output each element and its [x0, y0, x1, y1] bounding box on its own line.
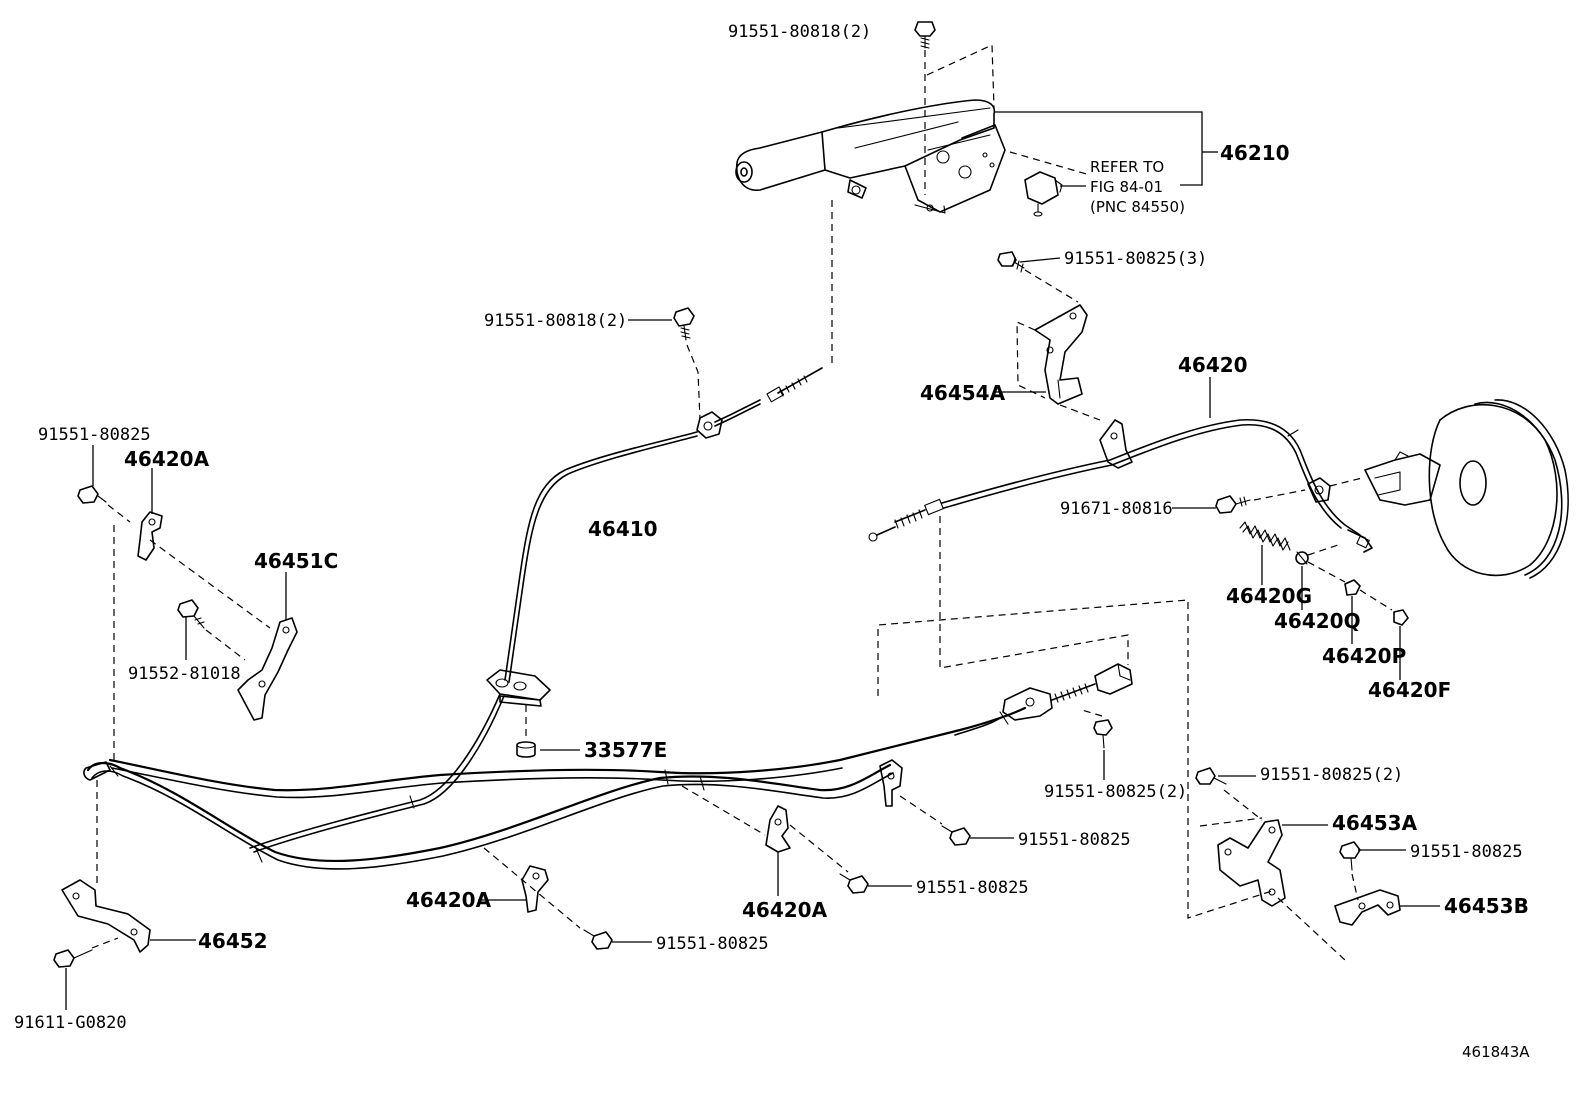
grommet-icon[interactable] [516, 741, 536, 758]
label-46453a[interactable]: 46453A [1332, 811, 1418, 835]
label-46420g[interactable]: 46420G [1226, 584, 1312, 608]
label-46420f[interactable]: 46420F [1368, 678, 1451, 702]
bolt-mid-1-icon[interactable] [941, 825, 971, 846]
bolt-46453a-icon[interactable] [1195, 767, 1227, 785]
bracket-46454a[interactable] [1034, 304, 1088, 405]
label-46410[interactable]: 46410 [588, 517, 658, 541]
refer-note-line1: REFER TO [1090, 158, 1164, 176]
bolt-bottom-mid-icon[interactable] [583, 929, 613, 950]
cable-clamp-lower-left-icon[interactable] [521, 865, 549, 913]
refer-note-line2[interactable]: FIG 84-01 [1090, 178, 1163, 196]
label-46420a-lower-mid[interactable]: 46420A [742, 898, 828, 922]
label-bolt-bottom-mid[interactable]: 91551-80825 [656, 934, 769, 954]
label-46210[interactable]: 46210 [1220, 141, 1290, 165]
cable-clamp-left-top-icon[interactable] [137, 511, 163, 561]
bracket-46453a[interactable] [1217, 819, 1286, 907]
bolt-46454a-icon[interactable] [997, 251, 1025, 273]
label-46454a[interactable]: 46454A [920, 381, 1006, 405]
label-bolt-46453b[interactable]: 91551-80825 [1410, 842, 1523, 862]
parking-brake-switch[interactable] [1024, 171, 1063, 217]
bracket-46453b[interactable] [1334, 889, 1401, 926]
bolt-left-top-icon[interactable] [77, 485, 107, 504]
bolt-91552-icon[interactable] [177, 599, 205, 629]
cable-clamp-right-icon[interactable] [879, 759, 903, 807]
label-bolt-mid-1[interactable]: 91551-80825 [1018, 830, 1131, 850]
label-46420p[interactable]: 46420P [1322, 644, 1406, 668]
label-46420a-lower-left[interactable]: 46420A [406, 888, 492, 912]
bolt-mid-2-icon[interactable] [839, 873, 869, 894]
cable-equalizer[interactable] [954, 663, 1133, 736]
label-46453b[interactable]: 46453B [1444, 894, 1529, 918]
return-spring-icon[interactable] [1239, 521, 1291, 551]
label-bolt-46410[interactable]: 91551-80818(2) [484, 311, 627, 331]
label-bolt-top[interactable]: 91551-80818(2) [728, 22, 871, 42]
rear-cable-right[interactable] [108, 706, 1027, 799]
cable-clamp-mid-icon[interactable] [765, 805, 791, 853]
parking-brake-lever[interactable] [735, 99, 1006, 214]
clip-46420q-icon[interactable] [1295, 551, 1309, 565]
bolt-mid-right-icon[interactable] [1093, 719, 1113, 749]
label-46420[interactable]: 46420 [1178, 353, 1248, 377]
label-46452[interactable]: 46452 [198, 929, 268, 953]
bolt-top-icon[interactable] [914, 21, 936, 49]
bolt-91671-icon[interactable] [1215, 495, 1251, 514]
front-cable[interactable] [249, 367, 823, 853]
label-bolt-mid-right[interactable]: 91551-80825(2) [1044, 782, 1187, 802]
nut-46420p-icon[interactable] [1344, 579, 1361, 596]
nut-46420f-icon[interactable] [1393, 609, 1409, 626]
label-bolt-46454a[interactable]: 91551-80825(3) [1064, 249, 1207, 269]
part-labels: 91551-80818(2) 46210 REFER TO FIG 84-01 … [14, 22, 1530, 1061]
brake-drum [1364, 399, 1569, 579]
rear-cable-left[interactable] [83, 761, 894, 870]
label-46420q[interactable]: 46420Q [1274, 609, 1361, 633]
label-bolt-right-2[interactable]: 91551-80825(2) [1260, 765, 1403, 785]
bolt-46453b-icon[interactable] [1339, 841, 1361, 871]
bracket-46451c[interactable] [237, 617, 298, 721]
bolt-91611-icon[interactable] [53, 949, 93, 968]
label-bolt-mid-2[interactable]: 91551-80825 [916, 878, 1029, 898]
label-bolt-91671[interactable]: 91671-80816 [1060, 499, 1173, 519]
figure-code: 461843A [1462, 1043, 1530, 1061]
label-46420a-top[interactable]: 46420A [124, 447, 210, 471]
label-bolt-left-top[interactable]: 91551-80825 [38, 425, 151, 445]
bracket-46452[interactable] [61, 879, 151, 953]
label-46451c[interactable]: 46451C [254, 549, 338, 573]
rear-cable-46420[interactable] [868, 418, 1373, 553]
label-bolt-91611[interactable]: 91611-G0820 [14, 1013, 127, 1033]
bolt-front-cable-icon[interactable] [673, 307, 695, 341]
refer-note-line3: (PNC 84550) [1090, 198, 1185, 216]
label-33577e[interactable]: 33577E [584, 738, 667, 762]
label-bolt-91552[interactable]: 91552-81018 [128, 664, 241, 684]
